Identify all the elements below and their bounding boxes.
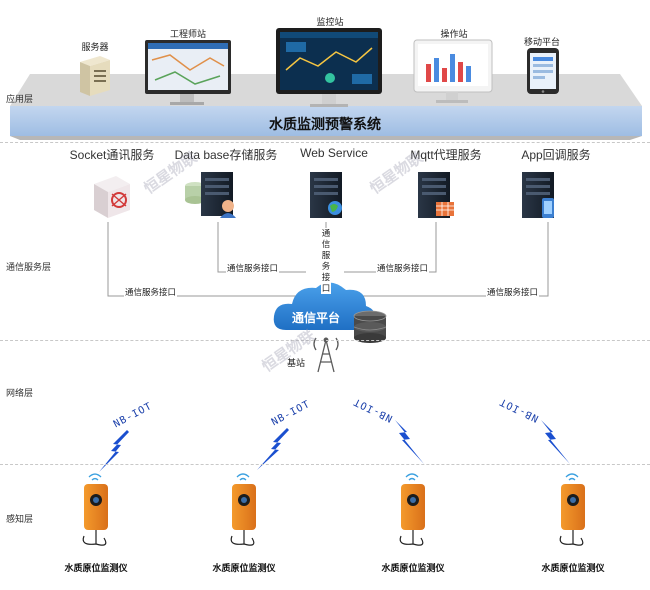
sensor-device-3 bbox=[399, 484, 425, 546]
socket-service-icon bbox=[94, 176, 130, 218]
device-label-mobile: 移动平台 bbox=[523, 37, 560, 47]
interface-label-web-vertical: 通信服务接口 bbox=[321, 228, 331, 294]
sensor-devices bbox=[82, 484, 585, 546]
sensor-label-4: 水质原位监测仪 bbox=[541, 563, 605, 573]
layer-label-application: 应用层 bbox=[6, 94, 34, 104]
device-label-engineer: 工程师站 bbox=[169, 29, 206, 39]
database-cylinder-icon bbox=[353, 310, 387, 343]
engineer-monitor-icon bbox=[145, 40, 231, 105]
service-title-database: Data base存储服务 bbox=[174, 148, 278, 162]
sensor-label-3: 水质原位监测仪 bbox=[381, 563, 445, 573]
sensor-label-2: 水质原位监测仪 bbox=[212, 563, 276, 573]
service-title-mqtt: Mqtt代理服务 bbox=[410, 148, 482, 162]
device-label-operator: 操作站 bbox=[440, 29, 468, 39]
sensor-label-1: 水质原位监测仪 bbox=[64, 563, 128, 573]
sensor-device-1 bbox=[82, 484, 108, 546]
layer-label-perception: 感知层 bbox=[6, 514, 34, 524]
layer-label-comm-service: 通信服务层 bbox=[6, 262, 52, 272]
system-title: 水质监测预警系统 bbox=[269, 118, 381, 133]
service-title-web: Web Service bbox=[300, 146, 368, 160]
operator-monitor-icon bbox=[413, 39, 493, 103]
wifi-icons bbox=[88, 473, 579, 481]
device-label-monitor: 监控站 bbox=[316, 17, 344, 27]
mqtt-service-icon bbox=[418, 172, 454, 218]
divider-network bbox=[0, 464, 650, 465]
service-title-socket: Socket通讯服务 bbox=[69, 148, 155, 162]
interface-label-mqtt: 通信服务接口 bbox=[376, 262, 430, 274]
device-label-server: 服务器 bbox=[81, 42, 109, 52]
monitoring-monitor-icon bbox=[276, 28, 382, 107]
sensor-device-2 bbox=[230, 484, 256, 546]
service-title-app: App回调服务 bbox=[521, 148, 591, 162]
mobile-tablet-icon bbox=[527, 48, 559, 94]
server-tower-icon bbox=[80, 56, 110, 96]
cloud-icon bbox=[273, 282, 375, 331]
base-station-icon bbox=[313, 337, 339, 373]
base-station-label: 基站 bbox=[287, 358, 306, 368]
interface-label-socket: 通信服务接口 bbox=[124, 286, 178, 298]
divider-app bbox=[0, 142, 650, 143]
wireless-links bbox=[99, 418, 570, 472]
interface-label-database: 通信服务接口 bbox=[226, 262, 280, 274]
cloud-label: 通信平台 bbox=[292, 311, 341, 325]
layer-label-network: 网络层 bbox=[6, 388, 34, 398]
app-service-icon bbox=[522, 172, 554, 218]
database-service-icon bbox=[185, 172, 236, 218]
interface-label-app: 通信服务接口 bbox=[486, 286, 540, 298]
divider-comm bbox=[0, 340, 650, 341]
sensor-device-4 bbox=[559, 484, 585, 546]
web-service-icon bbox=[310, 172, 342, 218]
